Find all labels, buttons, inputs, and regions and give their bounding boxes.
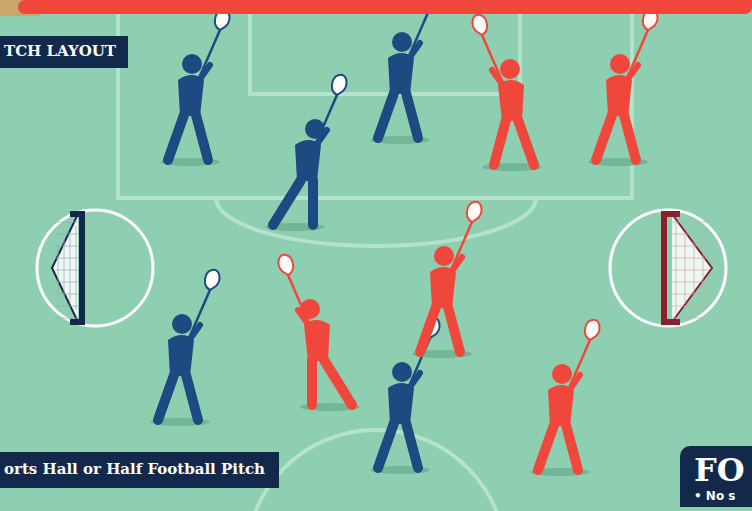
- heading-text: orts Hall or Half Football Pitch: [4, 460, 267, 480]
- top-band: [0, 0, 752, 16]
- lacrosse-player: [370, 0, 439, 144]
- lacrosse-player: [473, 15, 542, 171]
- goal-left: [37, 210, 153, 326]
- heading-banner: TCH LAYOUT: [0, 36, 128, 68]
- lacrosse-player: [530, 320, 599, 476]
- heading-banner: orts Hall or Half Football Pitch: [0, 452, 279, 488]
- lacrosse-player: [279, 255, 360, 411]
- players: [150, 0, 657, 476]
- lacrosse-player: [588, 10, 657, 166]
- lacrosse-player: [265, 75, 346, 231]
- heading-text: TCH LAYOUT: [4, 42, 118, 62]
- goal-right: [610, 210, 726, 326]
- bullet-text: • No s: [694, 489, 750, 505]
- lacrosse-player: [150, 270, 219, 426]
- lacrosse-player: [412, 202, 481, 358]
- lacrosse-player: [160, 10, 229, 166]
- format-panel: FO• No s: [680, 446, 752, 507]
- heading-text: FO: [694, 452, 750, 489]
- pitch-lines: [118, 0, 632, 511]
